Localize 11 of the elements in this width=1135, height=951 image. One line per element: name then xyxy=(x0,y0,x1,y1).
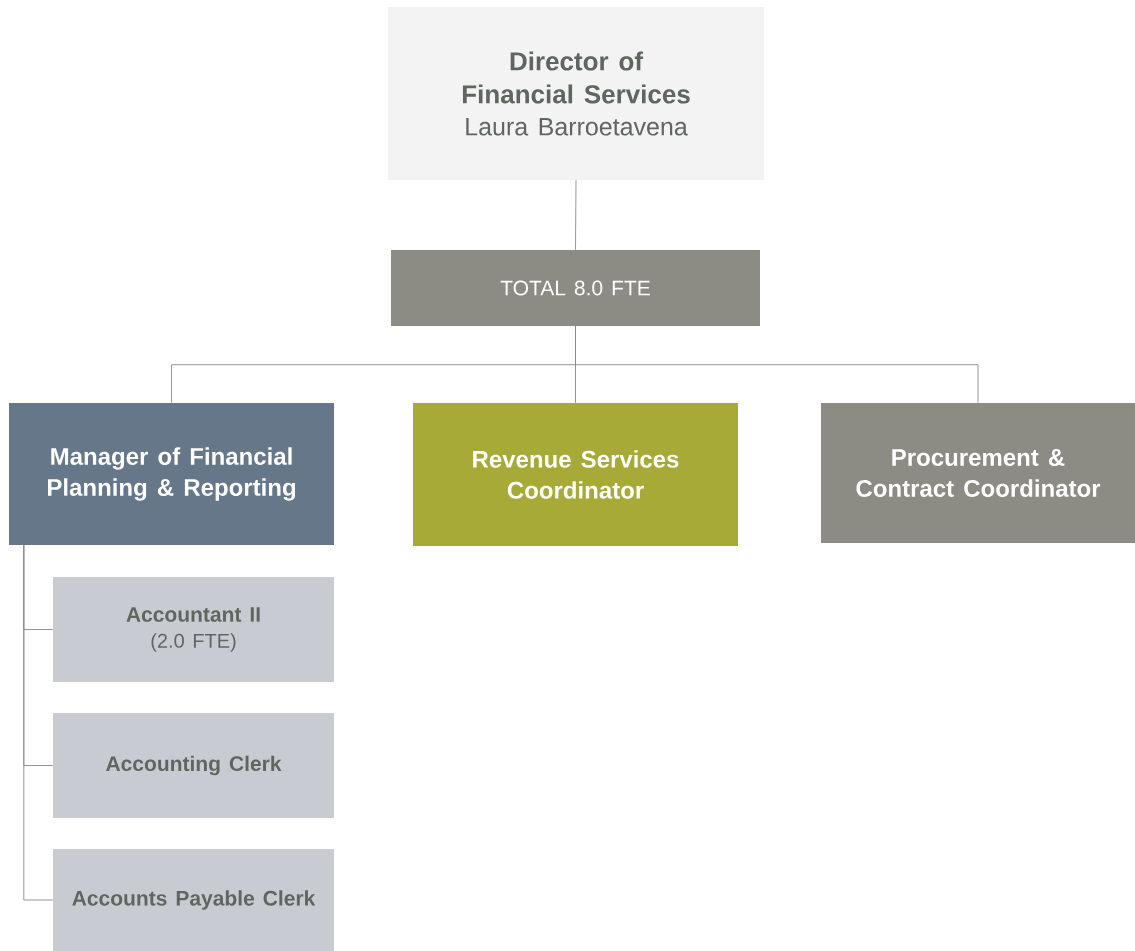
staff-box: Accounts Payable Clerk xyxy=(53,849,334,951)
connector-line xyxy=(23,544,54,901)
connector-line xyxy=(575,179,577,251)
title-box: Director of Financial Services Laura Barroetavena xyxy=(388,7,764,180)
staff-box: Accounting Clerk xyxy=(53,713,334,818)
role-box: Revenue Services Coordinator xyxy=(413,403,738,546)
total-box: TOTAL 8.0 FTE xyxy=(391,250,760,326)
manager-box: Manager of Financial Planning & Reporting xyxy=(9,403,334,545)
connector-line xyxy=(575,325,979,404)
staff-box: Accountant II (2.0 FTE) xyxy=(53,577,334,682)
role-box: Procurement & Contract Coordinator xyxy=(821,403,1135,543)
